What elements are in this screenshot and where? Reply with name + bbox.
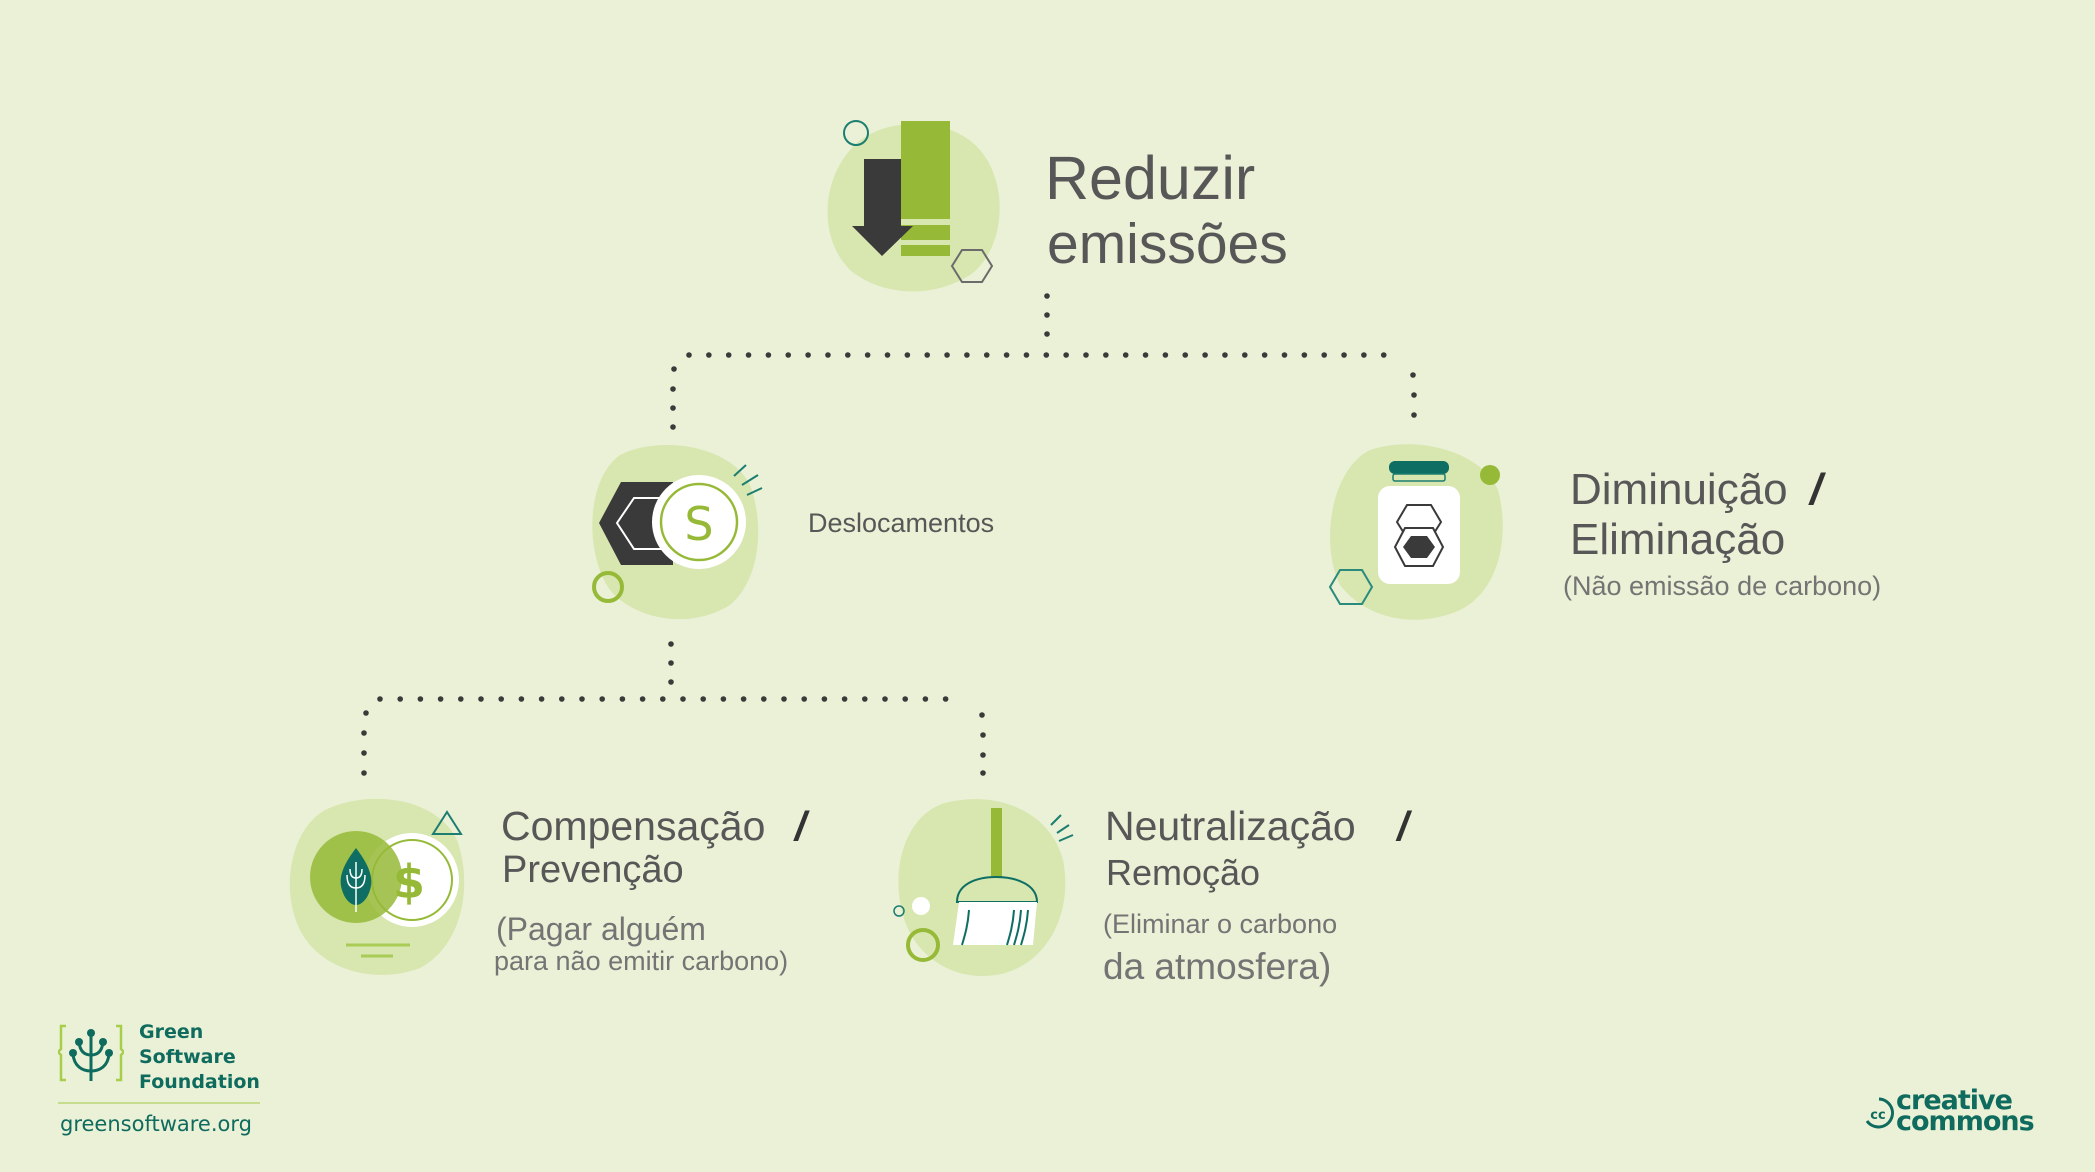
gsf-name: Green Software Foundation bbox=[139, 1020, 260, 1095]
neutralizacao-subtitle-line2: da atmosfera) bbox=[1103, 946, 1332, 987]
slash-separator: / bbox=[1809, 465, 1823, 514]
root-title-line2: emissões bbox=[1047, 212, 1288, 276]
neutralizacao-title-line1: Neutralização / bbox=[1105, 806, 1409, 847]
cc-line2: commons bbox=[1896, 1106, 2035, 1137]
cc-wordmark: creative commons bbox=[1896, 1085, 2035, 1137]
gsf-name-line3: Foundation bbox=[139, 1071, 260, 1093]
slash-separator: / bbox=[1397, 803, 1409, 849]
neutralizacao-subtitle-line1: (Eliminar o carbono bbox=[1103, 909, 1338, 939]
dotted-connectors bbox=[361, 293, 1417, 776]
diminuicao-title-line1: Diminuição / bbox=[1570, 468, 1822, 512]
connector-deslocamentos-down bbox=[668, 641, 674, 685]
svg-text:cc: cc bbox=[1870, 1108, 1885, 1123]
connector-to-deslocamentos bbox=[670, 366, 677, 430]
gsf-name-line2: Software bbox=[139, 1046, 236, 1068]
leaf-coin-icon: $ bbox=[289, 798, 465, 975]
root-title-line1: Reduzir bbox=[1045, 144, 1256, 212]
jar-hexagon-icon bbox=[1328, 444, 1503, 620]
connector-root-down bbox=[1044, 293, 1050, 337]
slash-separator: / bbox=[794, 803, 807, 849]
creative-commons-logo: cc creative commons bbox=[1862, 1085, 2042, 1137]
cc-line1: creative bbox=[1896, 1085, 2013, 1116]
hexagon-coin-icon: S bbox=[592, 445, 763, 620]
connector-to-compensacao bbox=[361, 710, 369, 776]
gsf-name-line1: Green bbox=[139, 1021, 204, 1043]
gsf-tree-icon bbox=[58, 1024, 124, 1082]
arrow-down-bars-icon bbox=[827, 120, 1000, 292]
gsf-url-link[interactable]: greensoftware.org bbox=[60, 1112, 252, 1136]
diminuicao-title-line2: Eliminação bbox=[1570, 515, 1786, 564]
deslocamentos-label: Deslocamentos bbox=[808, 508, 995, 538]
cc-badge-icon: cc bbox=[1865, 1097, 1894, 1129]
compensacao-subtitle-line1: (Pagar alguém bbox=[496, 911, 706, 947]
connector-level1-horizontal bbox=[686, 352, 1387, 358]
compensacao-title-line1: Compensação / bbox=[501, 806, 806, 847]
neutralizacao-title: Neutralização bbox=[1105, 803, 1356, 849]
compensacao-title: Compensação bbox=[501, 803, 766, 849]
diminuicao-subtitle: (Não emissão de carbono) bbox=[1563, 571, 1882, 601]
connector-to-neutralizacao bbox=[979, 712, 986, 776]
compensacao-title-line2: Prevenção bbox=[502, 849, 684, 891]
neutralizacao-title-line2: Remoção bbox=[1106, 852, 1261, 893]
svg-text:S: S bbox=[684, 497, 713, 551]
compensacao-subtitle-line2: para não emitir carbono) bbox=[494, 946, 789, 976]
diminuicao-title: Diminuição bbox=[1570, 465, 1788, 514]
broom-icon bbox=[893, 799, 1074, 976]
connector-to-diminuicao bbox=[1410, 372, 1417, 418]
gsf-divider bbox=[58, 1102, 260, 1104]
connector-level2-horizontal bbox=[377, 696, 949, 702]
gsf-logo: Green Software Foundation greensoftware.… bbox=[58, 1020, 268, 1145]
